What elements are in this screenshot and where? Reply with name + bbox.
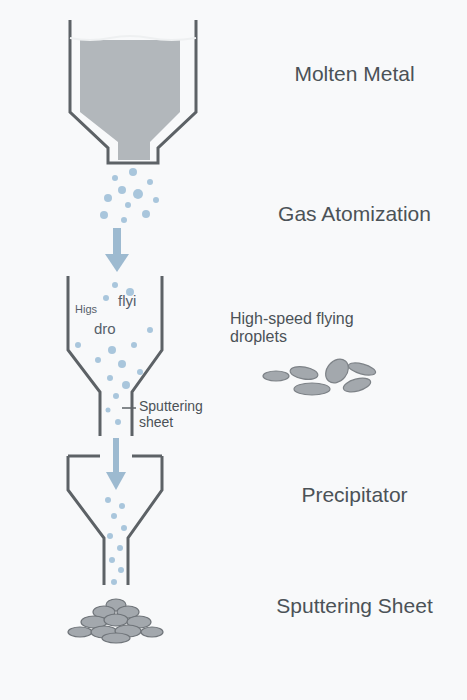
stage-label: High-speed flying droplets xyxy=(230,310,405,347)
garbled-text: Higs xyxy=(75,303,115,316)
stage-label: Sputtering Sheet xyxy=(247,594,462,618)
stage-label: Precipitator xyxy=(247,483,462,507)
melt-surface xyxy=(70,36,196,40)
hopper xyxy=(70,20,196,163)
callout-label: Sputtering sheet xyxy=(139,398,229,430)
flow-arrow xyxy=(105,254,129,272)
stage-label: Gas Atomization xyxy=(247,202,462,226)
sheet-pile xyxy=(68,599,163,643)
garbled-text: flyi xyxy=(118,292,158,309)
flow-arrow xyxy=(106,472,126,490)
stage-label: Molten Metal xyxy=(247,62,462,86)
garbled-text: dro xyxy=(94,320,134,337)
droplets xyxy=(100,168,159,223)
precipitator xyxy=(68,456,162,585)
droplets xyxy=(105,497,127,585)
leader-line xyxy=(122,407,136,409)
flake-icons xyxy=(263,355,377,395)
